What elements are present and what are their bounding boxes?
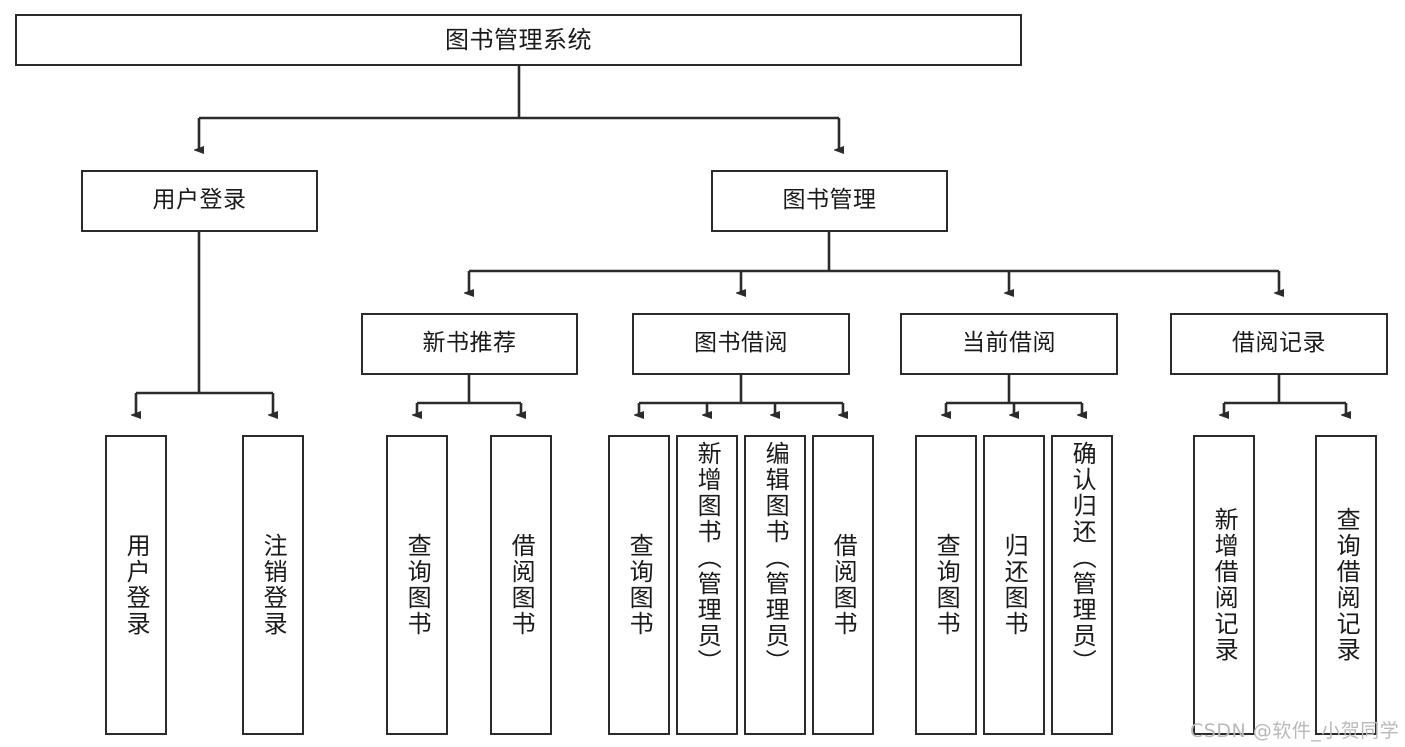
leaf-borrow-book-2-label: 借阅图书 — [829, 533, 858, 637]
leaf-logout-label: 注销登录 — [259, 533, 288, 637]
node-root[interactable]: 图书管理系统 — [15, 14, 1022, 66]
node-book-borrow[interactable]: 图书借阅 — [632, 313, 850, 375]
node-book-borrow-label: 图书借阅 — [694, 330, 788, 357]
leaf-logout[interactable]: 注销登录 — [242, 435, 304, 735]
leaf-query-book-1-label: 查询图书 — [403, 533, 432, 637]
node-new-book-rec-label: 新书推荐 — [422, 330, 517, 357]
leaf-borrow-book-2[interactable]: 借阅图书 — [812, 435, 874, 735]
node-current-borrow[interactable]: 当前借阅 — [900, 313, 1118, 375]
leaf-confirm-return[interactable]: 确认归还（管理员） — [1051, 435, 1113, 735]
node-book-manage[interactable]: 图书管理 — [711, 170, 948, 232]
leaf-add-record-label: 新增借阅记录 — [1210, 507, 1239, 663]
node-book-manage-label: 图书管理 — [782, 187, 877, 214]
leaf-edit-book[interactable]: 编辑图书（管理员） — [744, 435, 806, 735]
leaf-user-login[interactable]: 用户登录 — [105, 435, 167, 735]
csdn-watermark: CSDN @软件_小贺同学 — [1190, 720, 1400, 742]
node-current-borrow-label: 当前借阅 — [962, 330, 1056, 357]
leaf-edit-book-label: 编辑图书（管理员） — [761, 441, 790, 675]
leaf-query-book-1[interactable]: 查询图书 — [386, 435, 448, 735]
leaf-query-book-2[interactable]: 查询图书 — [608, 435, 670, 735]
node-borrow-record-label: 借阅记录 — [1232, 330, 1326, 357]
leaf-add-book-label: 新增图书（管理员） — [693, 441, 722, 675]
leaf-query-record[interactable]: 查询借阅记录 — [1315, 435, 1377, 735]
node-new-book-rec[interactable]: 新书推荐 — [361, 313, 578, 375]
leaf-add-record[interactable]: 新增借阅记录 — [1193, 435, 1255, 735]
node-user-login[interactable]: 用户登录 — [81, 170, 318, 232]
leaf-return-book-label: 归还图书 — [1000, 533, 1029, 637]
leaf-add-book[interactable]: 新增图书（管理员） — [676, 435, 738, 735]
leaf-confirm-return-label: 确认归还（管理员） — [1068, 441, 1097, 675]
leaf-user-login-label: 用户登录 — [122, 533, 151, 637]
leaf-return-book[interactable]: 归还图书 — [983, 435, 1045, 735]
leaf-borrow-book-1-label: 借阅图书 — [507, 533, 536, 637]
node-user-login-label: 用户登录 — [152, 187, 247, 214]
leaf-query-book-3-label: 查询图书 — [932, 533, 961, 637]
leaf-query-book-3[interactable]: 查询图书 — [915, 435, 977, 735]
leaf-query-book-2-label: 查询图书 — [625, 533, 654, 637]
node-root-label: 图书管理系统 — [445, 25, 592, 54]
leaf-borrow-book-1[interactable]: 借阅图书 — [490, 435, 552, 735]
leaf-query-record-label: 查询借阅记录 — [1332, 507, 1361, 663]
node-borrow-record[interactable]: 借阅记录 — [1170, 313, 1388, 375]
